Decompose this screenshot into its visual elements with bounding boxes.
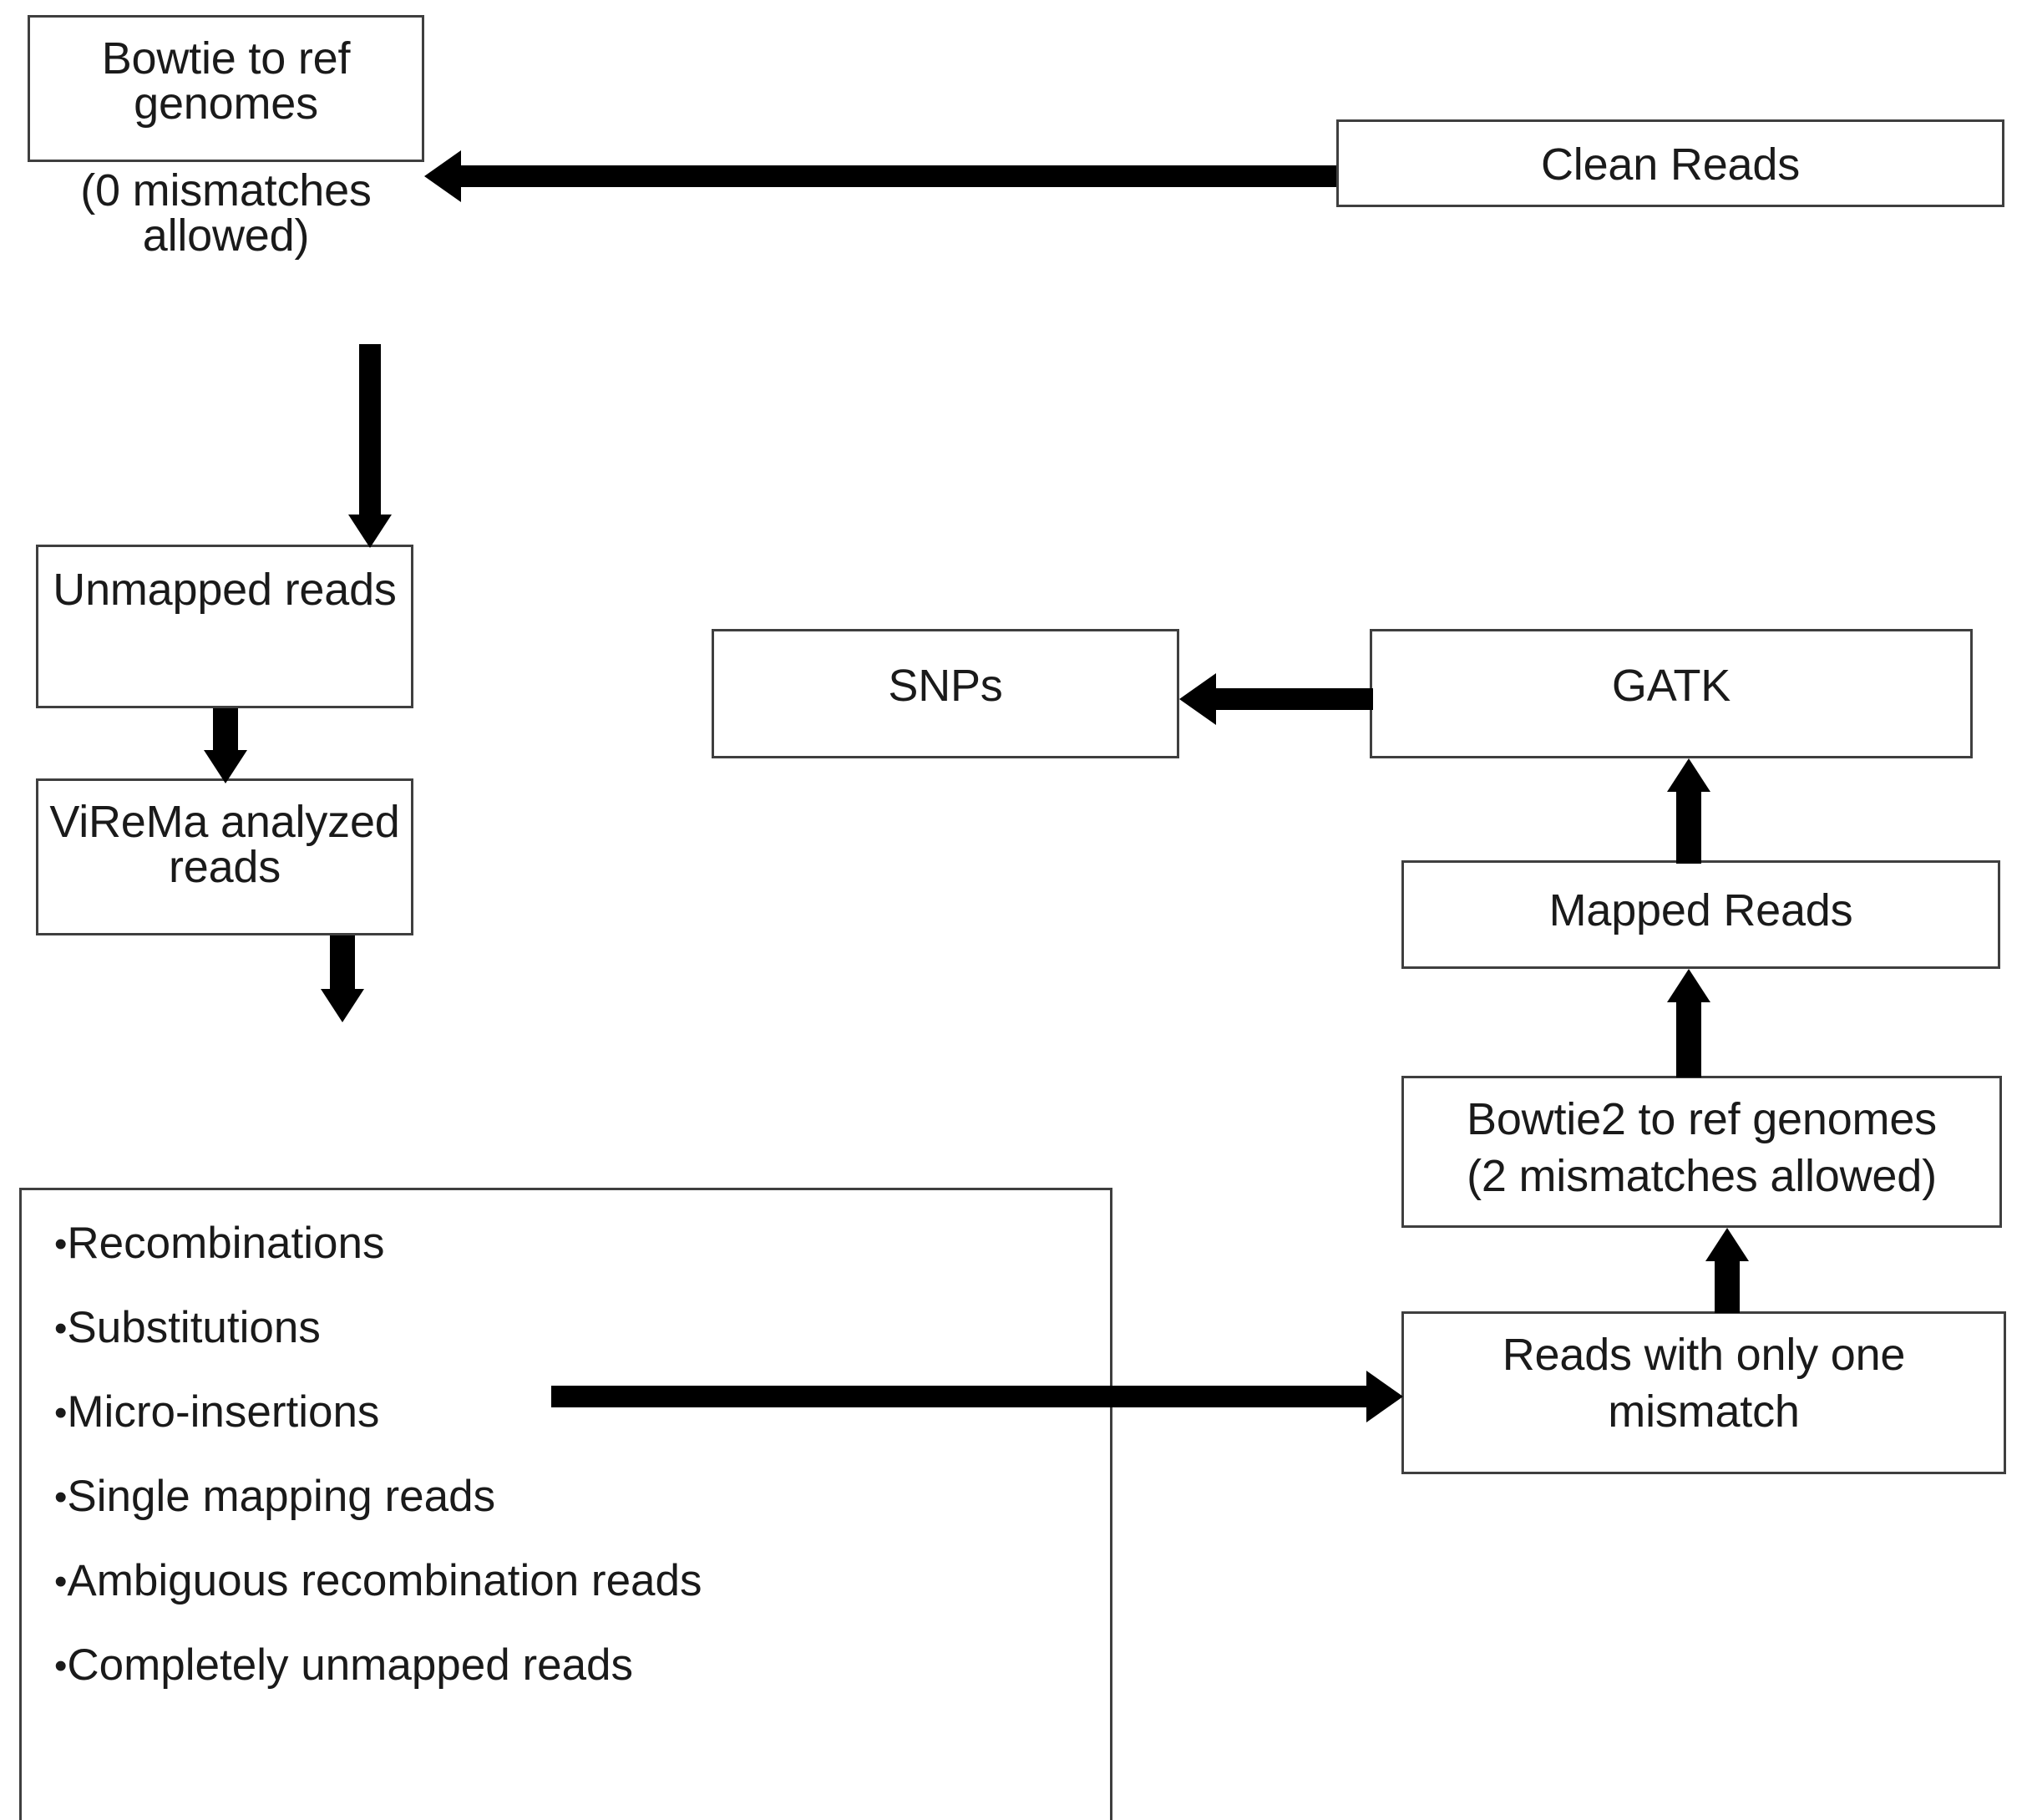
list-item-label: Recombinations bbox=[67, 1219, 385, 1268]
arrowhead-left-icon bbox=[424, 150, 461, 202]
arrowhead-right-icon bbox=[1366, 1371, 1403, 1422]
list-item: •Completely unmapped reads bbox=[54, 1643, 702, 1687]
bullet-dot-icon: • bbox=[54, 1477, 68, 1518]
list-item-label: Completely unmapped reads bbox=[67, 1640, 634, 1690]
arrow-shaft bbox=[359, 344, 381, 515]
list-item-label: Substitutions bbox=[67, 1303, 321, 1352]
arrow-shaft bbox=[213, 708, 238, 752]
node-bowtie-ref-genomes-line-1: Bowtie to ref genomes bbox=[101, 33, 351, 129]
arrowhead-down-icon bbox=[204, 750, 247, 783]
list-item: •Ambiguous recombination reads bbox=[54, 1559, 702, 1603]
virema-outputs-list: •Recombinations •Substitutions •Micro-in… bbox=[54, 1221, 702, 1727]
arrow-shaft bbox=[461, 165, 1336, 187]
bullet-dot-icon: • bbox=[54, 1561, 68, 1602]
bullet-dot-icon: • bbox=[54, 1392, 68, 1433]
edge-bowtie-to-unmapped bbox=[348, 344, 392, 548]
list-item-label: Micro-insertions bbox=[67, 1387, 380, 1437]
bullet-dot-icon: • bbox=[54, 1645, 68, 1686]
arrow-shaft bbox=[551, 1386, 1368, 1407]
arrow-shaft bbox=[1216, 688, 1373, 710]
node-virema-outputs[interactable] bbox=[19, 1188, 1112, 1820]
node-reads-one-mismatch-line-2: mismatch bbox=[1608, 1387, 1800, 1437]
edge-bowtie2-to-mapped bbox=[1664, 969, 1714, 1077]
node-bowtie2-ref-genomes-line-1: Bowtie2 to ref genomes bbox=[1467, 1094, 1937, 1144]
edge-outputs-to-one-mismatch bbox=[551, 1371, 1403, 1422]
arrowhead-down-icon bbox=[321, 989, 364, 1022]
node-gatk[interactable]: GATK bbox=[1370, 629, 1973, 758]
node-reads-one-mismatch[interactable]: Reads with only one mismatch bbox=[1401, 1311, 2006, 1474]
arrowhead-left-icon bbox=[1179, 673, 1216, 725]
node-mapped-reads-line-1: Mapped Reads bbox=[1548, 885, 1853, 935]
node-gatk-line-1: GATK bbox=[1611, 661, 1731, 711]
node-bowtie2-ref-genomes-line-2: (2 mismatches allowed) bbox=[1467, 1151, 1937, 1201]
node-snps-line-1: SNPs bbox=[888, 661, 1003, 711]
node-clean-reads[interactable]: Clean Reads bbox=[1336, 119, 2004, 207]
node-bowtie-ref-genomes-line-2: (0 mismatches allowed) bbox=[80, 165, 372, 261]
edge-gatk-to-snps bbox=[1179, 673, 1373, 725]
node-unmapped-reads-line-1: Unmapped reads bbox=[53, 565, 397, 615]
list-item-label: Single mapping reads bbox=[67, 1472, 496, 1521]
arrow-shaft bbox=[330, 935, 355, 991]
node-bowtie-ref-genomes[interactable]: Bowtie to ref genomes (0 mismatches allo… bbox=[28, 15, 424, 258]
bullet-dot-icon: • bbox=[54, 1224, 68, 1265]
arrowhead-down-icon bbox=[348, 515, 392, 548]
edge-virema-to-outputs bbox=[317, 935, 367, 1023]
arrow-shaft bbox=[1715, 1260, 1740, 1313]
node-unmapped-reads[interactable]: Unmapped reads bbox=[36, 545, 413, 708]
arrowhead-up-icon bbox=[1667, 969, 1710, 1002]
arrow-shaft bbox=[1676, 1001, 1701, 1077]
node-snps[interactable]: SNPs bbox=[712, 629, 1179, 758]
node-virema-analyzed-reads[interactable]: ViReMa analyzed reads bbox=[36, 778, 413, 935]
list-item: •Single mapping reads bbox=[54, 1474, 702, 1518]
edge-one-mismatch-to-bowtie2 bbox=[1702, 1228, 1752, 1313]
arrowhead-up-icon bbox=[1667, 758, 1710, 792]
arrowhead-up-icon bbox=[1705, 1228, 1749, 1261]
list-item-label: Ambiguous recombination reads bbox=[67, 1556, 702, 1605]
list-item: •Substitutions bbox=[54, 1305, 702, 1350]
node-virema-analyzed-reads-line-1: ViReMa analyzed reads bbox=[49, 797, 400, 892]
edge-clean-reads-to-bowtie bbox=[424, 150, 1336, 202]
list-item: •Recombinations bbox=[54, 1221, 702, 1265]
node-bowtie2-ref-genomes[interactable]: Bowtie2 to ref genomes (2 mismatches all… bbox=[1401, 1076, 2002, 1228]
node-clean-reads-line-1: Clean Reads bbox=[1541, 139, 1800, 190]
arrow-shaft bbox=[1676, 790, 1701, 864]
list-item: •Micro-insertions bbox=[54, 1390, 702, 1434]
edge-unmapped-to-virema bbox=[200, 708, 251, 783]
bullet-dot-icon: • bbox=[54, 1308, 68, 1349]
node-reads-one-mismatch-line-1: Reads with only one bbox=[1502, 1330, 1906, 1380]
edge-mapped-to-gatk bbox=[1664, 758, 1714, 864]
node-mapped-reads[interactable]: Mapped Reads bbox=[1401, 860, 2000, 969]
